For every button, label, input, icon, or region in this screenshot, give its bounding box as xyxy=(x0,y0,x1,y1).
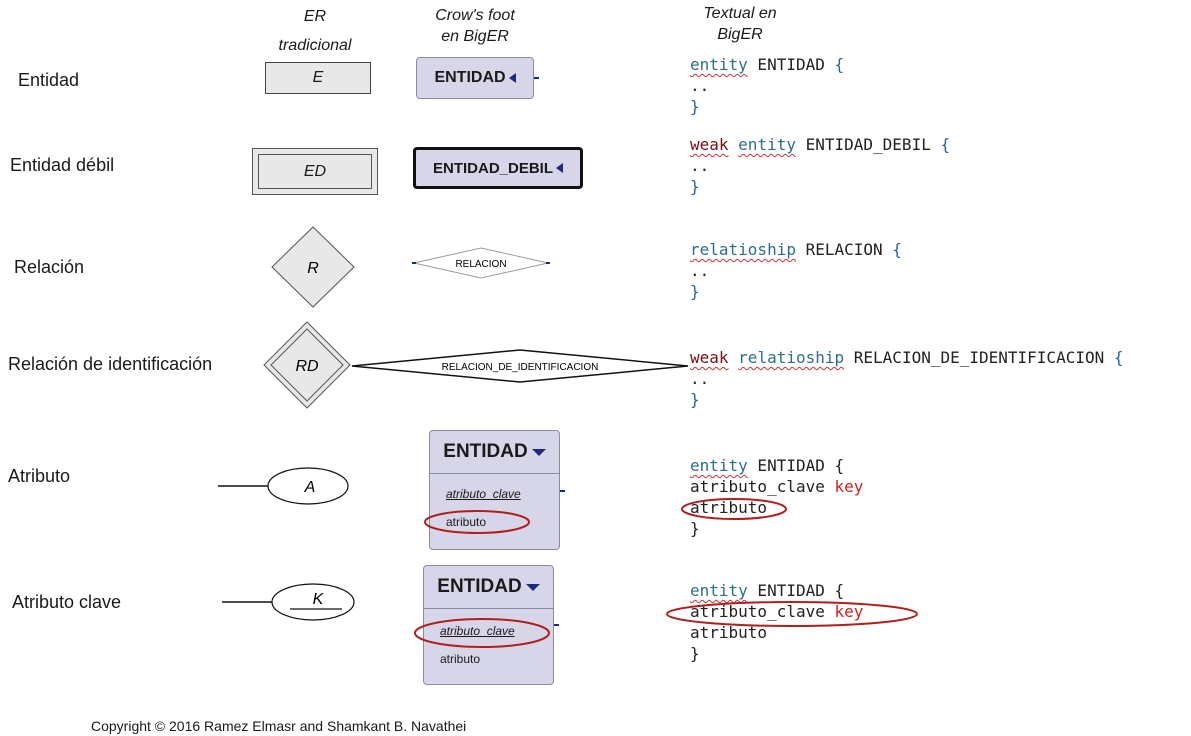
code-dots: .. xyxy=(690,76,710,95)
code-dots: .. xyxy=(690,156,710,175)
code-brace: { xyxy=(834,55,845,74)
code-attr-key: atributo_clave xyxy=(690,477,835,496)
crow-identifying-diamond: RELACION_DE_IDENTIFICACION xyxy=(351,349,689,383)
code-name: RELACION xyxy=(795,240,893,259)
code-key: key xyxy=(834,602,864,621)
row-label-atributo-clave: Atributo clave xyxy=(12,592,122,612)
row-label-entidad-debil: Entidad débil xyxy=(10,155,115,175)
er-key-attribute-label: K xyxy=(313,591,325,608)
crow-entity-label: ENTIDAD xyxy=(434,69,506,86)
code-weak-relation: weak relatioship RELACION_DE_IDENTIFICAC… xyxy=(690,347,1124,410)
crow-weak-entity-box: ENTIDAD_DEBIL xyxy=(413,147,583,189)
highlight-ellipse xyxy=(681,498,787,520)
connector-tick xyxy=(560,490,565,492)
highlight-ellipse xyxy=(414,618,550,648)
header-crow-line1: Crow's foot xyxy=(435,7,515,24)
er-weak-entity-inner: ED xyxy=(258,154,372,189)
crow-relationship-label: RELACION xyxy=(455,259,506,270)
row-label-atributo: Atributo xyxy=(8,466,71,486)
code-brace: { xyxy=(940,135,951,154)
code-keyword: entity xyxy=(738,135,796,154)
er-weak-entity-label: ED xyxy=(303,162,327,180)
code-keyword-weak: weak xyxy=(690,135,729,154)
code-keyword-weak: weak xyxy=(690,348,729,367)
attr-key-label: atributo_clave xyxy=(440,624,515,638)
code-entity: entity ENTIDAD { .. } xyxy=(690,54,844,117)
collapse-down-icon xyxy=(531,448,546,456)
code-attr: atributo xyxy=(690,623,768,642)
header-er: ER tradicional xyxy=(270,6,360,56)
er-identifying-label: RD xyxy=(295,358,319,375)
header-textual-line2: BigER xyxy=(717,26,763,43)
code-name: ENTIDAD xyxy=(747,55,835,74)
row-label-relacion-identificacion: Relación de identificación xyxy=(8,354,213,374)
highlight-ellipse xyxy=(424,510,530,534)
attr-key-label: atributo_clave xyxy=(446,487,521,501)
header-er-line2: tradicional xyxy=(278,37,352,54)
crow-entity-card-title: ENTIDAD xyxy=(430,431,559,474)
header-crow: Crow's foot en BigER xyxy=(410,5,540,47)
er-entity-rect: E xyxy=(265,62,371,94)
code-name: RELACION_DE_IDENTIFICACION xyxy=(844,348,1114,367)
code-key: key xyxy=(834,477,864,496)
code-weak-entity: weak entity ENTIDAD_DEBIL { .. } xyxy=(690,134,950,197)
code-name: ENTIDAD { xyxy=(747,456,845,475)
code-dots: .. xyxy=(690,369,710,388)
code-keyword: relatioship xyxy=(690,240,796,259)
er-identifying-diamond: RD xyxy=(263,321,351,409)
copyright: Copyright © 2016 Ramez Elmasr and Shamka… xyxy=(91,718,467,734)
er-key-attribute: K xyxy=(222,583,355,621)
code-keyword: entity xyxy=(690,456,748,475)
crow-entity-card-attr: ENTIDAD atributo_clave atributo xyxy=(429,430,560,550)
highlight-ellipse xyxy=(666,601,918,627)
er-attribute: A xyxy=(218,467,349,505)
er-weak-entity-outer: ED xyxy=(252,148,378,195)
connector-tick xyxy=(534,77,539,79)
crow-weak-entity-label: ENTIDAD_DEBIL xyxy=(432,159,553,177)
er-relationship-diamond: R xyxy=(271,226,355,308)
row-label-relacion: Relación xyxy=(14,257,85,277)
code-brace: } xyxy=(690,282,700,301)
collapse-left-icon xyxy=(556,163,563,173)
code-key-block: entity ENTIDAD { atributo_clave key atri… xyxy=(690,580,863,664)
code-dots: .. xyxy=(690,261,710,280)
code-brace: } xyxy=(690,644,700,663)
header-textual-line1: Textual en xyxy=(703,5,777,22)
code-keyword: entity xyxy=(690,581,748,600)
er-attribute-label: A xyxy=(304,479,316,496)
code-keyword: relatioship xyxy=(738,348,845,367)
crow-entity-card-key: ENTIDAD atributo_clave atributo xyxy=(423,565,554,685)
code-keyword: entity xyxy=(690,55,748,74)
attr-label: atributo xyxy=(440,652,481,666)
crow-entity-card-label: ENTIDAD xyxy=(437,576,522,597)
crow-entity-card-title: ENTIDAD xyxy=(424,566,553,609)
er-entity-label: E xyxy=(312,69,324,86)
er-relationship-label: R xyxy=(307,260,319,277)
code-attr-block: entity ENTIDAD { atributo_clave key atri… xyxy=(690,455,863,539)
code-brace: } xyxy=(690,519,700,538)
code-name: ENTIDAD_DEBIL xyxy=(795,135,941,154)
code-brace: { xyxy=(892,240,902,259)
code-brace: } xyxy=(690,390,700,409)
code-attr: atributo xyxy=(690,498,768,517)
code-brace: { xyxy=(1113,348,1124,367)
header-er-line1: ER xyxy=(303,8,327,25)
code-attr-key: atributo_clave xyxy=(690,602,835,621)
collapse-down-icon xyxy=(525,583,540,591)
crow-identifying-label: RELACION_DE_IDENTIFICACION xyxy=(442,362,599,373)
attr-label: atributo xyxy=(446,515,487,529)
code-brace: } xyxy=(690,97,700,116)
header-textual: Textual en BigER xyxy=(680,3,800,45)
connector-tick xyxy=(554,624,559,626)
code-name: ENTIDAD { xyxy=(747,581,845,600)
crow-entity-card-label: ENTIDAD xyxy=(443,441,528,462)
collapse-left-icon xyxy=(508,73,516,83)
row-label-entidad: Entidad xyxy=(18,70,80,90)
code-brace: } xyxy=(690,177,700,196)
crow-entity-box: ENTIDAD xyxy=(416,57,534,99)
code-relation: relatioship RELACION { .. } xyxy=(690,239,902,302)
header-crow-line2: en BigER xyxy=(441,28,509,45)
crow-relationship-diamond: RELACION xyxy=(412,247,550,279)
